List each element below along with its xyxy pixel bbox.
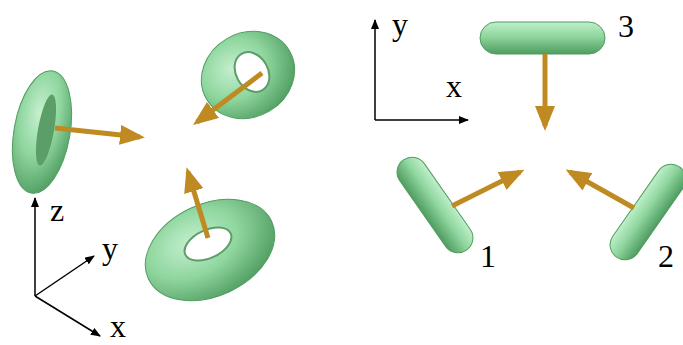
torus-flat bbox=[129, 180, 291, 321]
axis-arrow bbox=[543, 54, 548, 126]
callout-number: 3 bbox=[618, 10, 634, 42]
torus-top-view bbox=[480, 22, 605, 54]
axis-arrow bbox=[55, 128, 140, 137]
axis-label: z bbox=[50, 194, 64, 226]
torus-top-view bbox=[391, 151, 479, 258]
axis-label: x bbox=[110, 310, 126, 342]
torus-back bbox=[185, 15, 310, 136]
callout-number: 2 bbox=[658, 240, 674, 272]
coordinate-axes bbox=[35, 198, 100, 336]
axis-arrow bbox=[570, 172, 634, 208]
axis-arrow bbox=[188, 172, 208, 238]
coordinate-axes bbox=[375, 20, 468, 120]
callout-number: 1 bbox=[480, 240, 496, 272]
axis-arrow bbox=[452, 172, 520, 206]
axis-label: y bbox=[102, 232, 118, 264]
torus-left bbox=[4, 66, 81, 198]
axis-label: x bbox=[446, 70, 462, 102]
axis-arrow bbox=[197, 73, 262, 122]
axis-label: y bbox=[392, 8, 408, 40]
